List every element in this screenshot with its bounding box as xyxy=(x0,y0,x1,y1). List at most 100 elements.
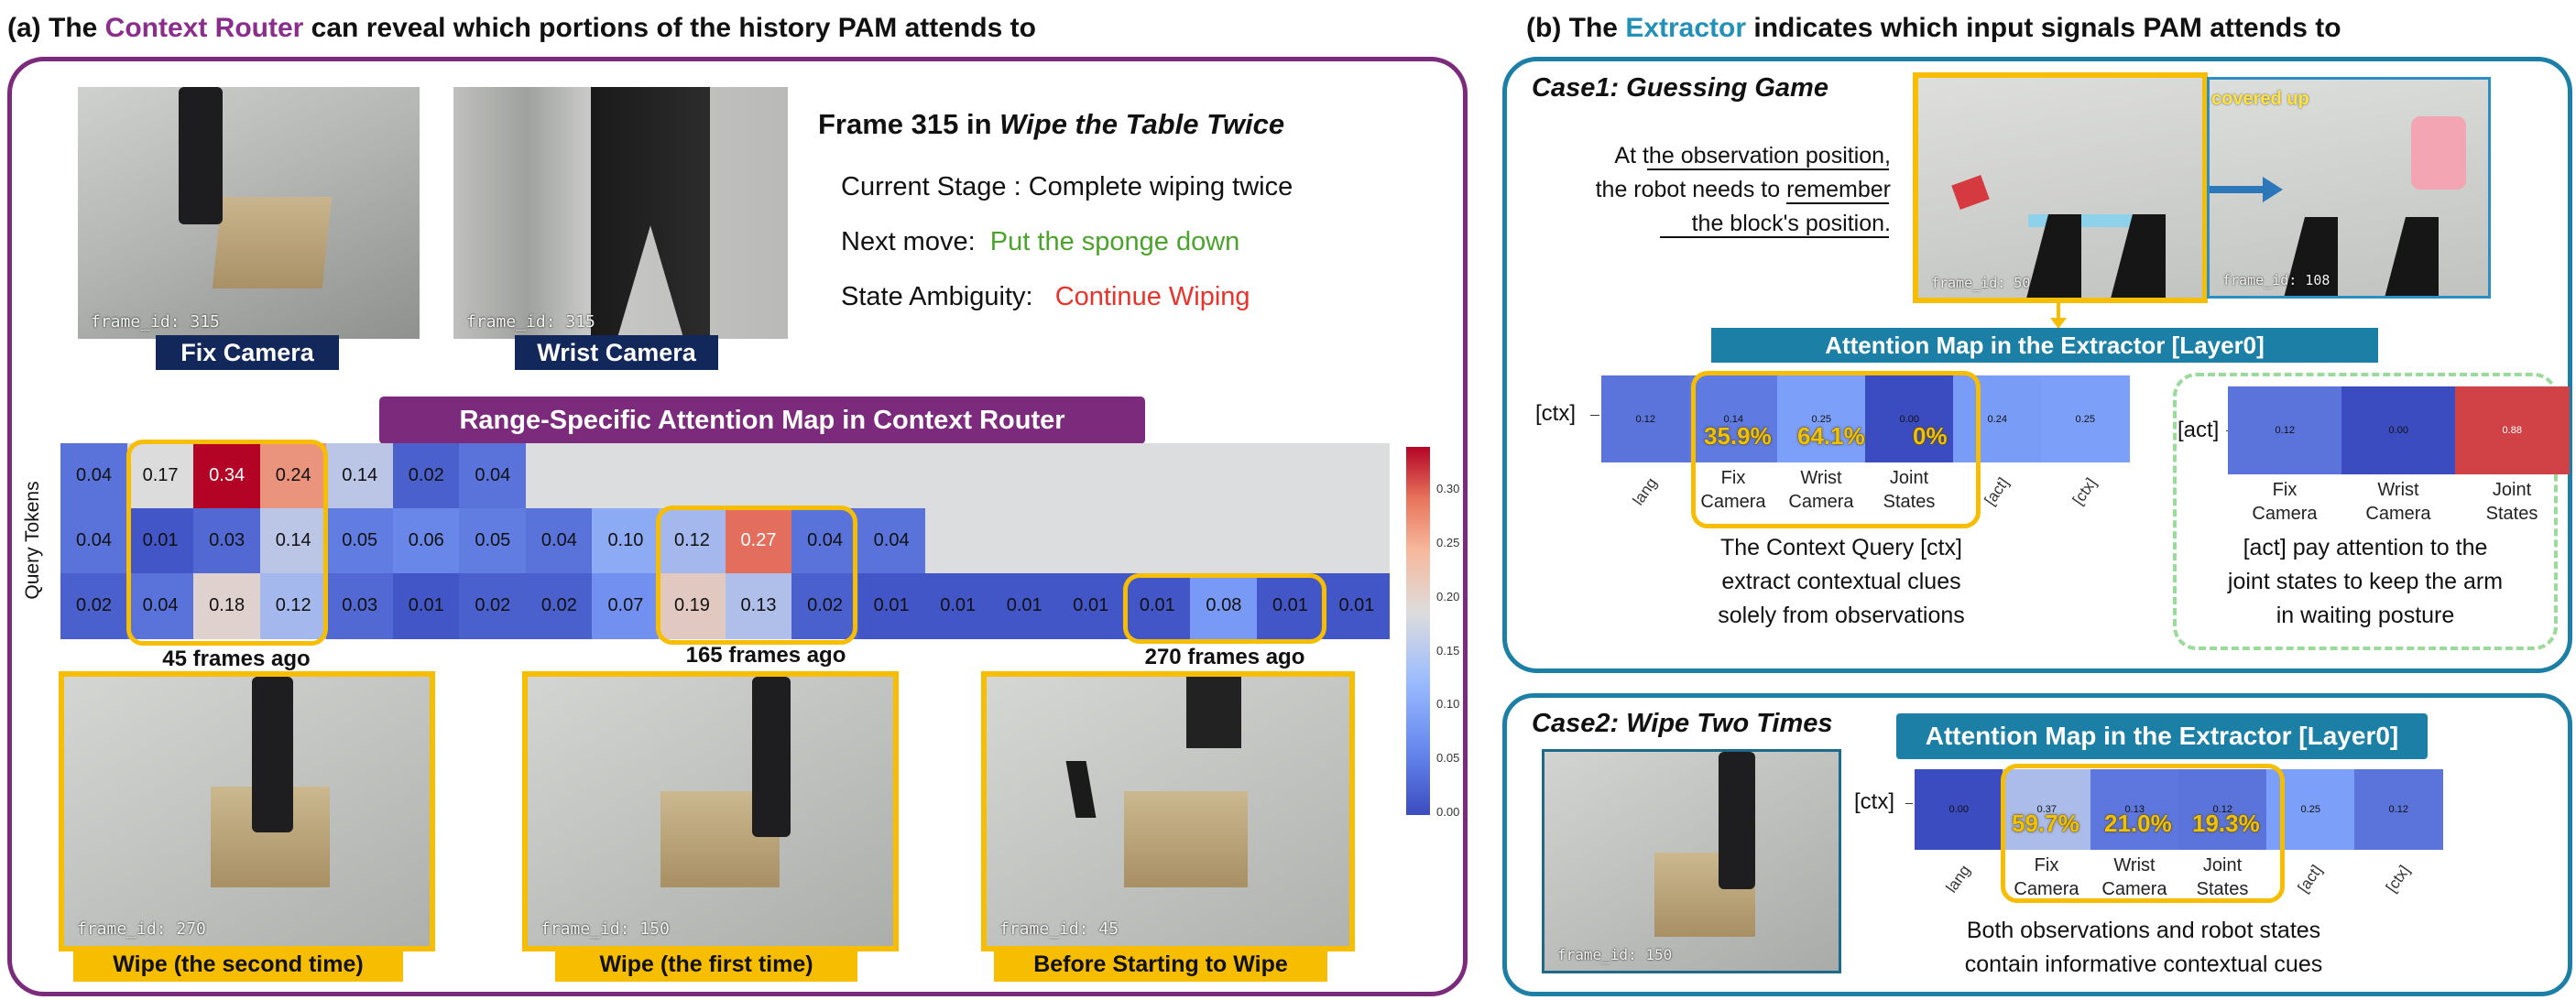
axis-tick-word: States xyxy=(2196,879,2249,899)
state-ambiguity-label: State Ambiguity: xyxy=(841,282,1033,311)
heatmap-cell: 0.04 xyxy=(857,508,925,574)
heatmap-cell: 0.01 xyxy=(392,573,460,639)
gripper-finger xyxy=(591,87,710,339)
extractor-cell: 0.00 xyxy=(1865,375,1954,462)
history-photo-150: frame_id: 150 xyxy=(528,677,893,946)
heatmap-cell: 0.13 xyxy=(725,573,792,639)
highlight-ctx-case1 xyxy=(1691,371,1981,528)
act-note-line2: joint states to keep the arm xyxy=(2227,569,2504,594)
wrist-camera-photo: frame_id: 315 xyxy=(453,87,788,339)
case2-frame xyxy=(1502,693,2572,996)
pct-fix-case1: 35.9% xyxy=(1704,422,1772,450)
axis-tick-word: Joint xyxy=(1889,468,1929,488)
act-note: [act] pay attention to the joint states … xyxy=(2182,531,2549,633)
next-move-label: Next move: xyxy=(841,227,976,256)
robot-arm xyxy=(1719,752,1755,889)
extractor-cell: 0.00 xyxy=(1915,769,2003,850)
case1-title: Case1: Guessing Game xyxy=(1532,73,1828,103)
ctx-note-line3: solely from observations xyxy=(1718,603,1965,628)
ctx-row-label-case2: [ctx] xyxy=(1854,789,1895,814)
extractor-cell: 0.12 xyxy=(2354,769,2443,850)
heatmap-cell: 0.01 xyxy=(1057,573,1125,639)
colorbar xyxy=(1406,447,1430,815)
case2-note-line2: contain informative contextual cues xyxy=(1964,951,2323,977)
axis-tick-word: Camera xyxy=(1788,492,1854,512)
heatmap-cell: 0.02 xyxy=(791,573,859,639)
axis-tick-word: Camera xyxy=(2101,879,2167,899)
extractor-cell: 0.12 xyxy=(2228,386,2342,474)
axis-tick-word: Joint xyxy=(2202,855,2243,875)
axis-tick-word: Fix xyxy=(1720,468,1746,488)
ctx-note-line1: The Context Query [ctx] xyxy=(1720,535,1962,560)
robot-arm xyxy=(179,87,223,224)
axis-tick-word: Joint xyxy=(2492,480,2532,500)
underline-3 xyxy=(1660,236,1889,238)
heatmap-cell: 0.10 xyxy=(592,508,660,574)
heatmap-cell: 0.04 xyxy=(60,508,128,574)
heatmap-cell: 0.02 xyxy=(459,573,527,639)
ctx-note: The Context Query [ctx] extract contextu… xyxy=(1649,531,2034,633)
colorbar-tick-label: 0.00 xyxy=(1436,805,1460,819)
axis-tick-word: Fix xyxy=(2034,855,2059,875)
case1-frame xyxy=(1502,57,2572,673)
ctx-row-label: [ctx] xyxy=(1535,401,1577,426)
case1-description: At the observation position, the robot n… xyxy=(1521,139,1891,241)
ctx-row-tick-case2 xyxy=(1905,803,1913,804)
extractor-cell: 0.13 xyxy=(2090,769,2179,850)
panel-a-frame xyxy=(7,57,1468,996)
state-ambiguity: State Ambiguity: Continue Wiping xyxy=(841,282,1250,312)
ago-165-label: 165 frames ago xyxy=(685,643,846,668)
state-ambiguity-value: Continue Wiping xyxy=(1054,282,1250,311)
wrist-camera-caption: Wrist Camera xyxy=(515,335,718,370)
heatmap-cell: 0.03 xyxy=(326,573,394,639)
extractor-map-title-2: Attention Map in the Extractor [Layer0] xyxy=(1896,713,2428,759)
heatmap-cell: 0.18 xyxy=(193,573,261,639)
extractor-cell: 0.37 xyxy=(2003,769,2091,850)
panel-b-title-post: indicates which input signals PAM attend… xyxy=(1746,13,2341,43)
colorbar-tick-label: 0.30 xyxy=(1436,482,1460,496)
frame-id-label: frame_id: 50 xyxy=(1931,275,2031,291)
panel-a-title: (a) The Context Router can reveal which … xyxy=(7,13,1036,44)
pct-wrist-case2: 21.0% xyxy=(2104,810,2172,837)
history-caption-150: Wipe (the first time) xyxy=(555,947,857,982)
case2-photo: frame_id: 150 xyxy=(1542,749,1841,973)
colorbar-tick-label: 0.25 xyxy=(1436,535,1460,549)
covered-photo: covered up frame_id: 108 xyxy=(2207,77,2491,299)
axis-tick-word: Wrist xyxy=(1800,468,1842,488)
frame-id-label: frame_id: 150 xyxy=(540,919,670,939)
extractor-map-title-1: Attention Map in the Extractor [Layer0] xyxy=(1711,328,2378,363)
extractor-cell: 0.12 xyxy=(1601,375,1690,462)
case1-desc-line1: At the observation position, xyxy=(1614,143,1891,168)
colorbar-tick-label: 0.15 xyxy=(1436,643,1460,658)
observation-photo-frame xyxy=(1913,72,2208,303)
y-axis-label: Query Tokens xyxy=(22,481,43,600)
table-block xyxy=(1124,791,1248,887)
panel-a-title-pre: (a) The xyxy=(7,13,105,43)
cup xyxy=(2411,116,2466,190)
frame-id-label: frame_id: 270 xyxy=(77,919,206,939)
heatmap-cell: 0.01 xyxy=(990,573,1058,639)
arrow-icon xyxy=(2210,186,2266,193)
highlight-ctx-case2 xyxy=(2001,764,2285,903)
act-note-line3: in waiting posture xyxy=(2276,603,2455,628)
frame-heading-task: Wipe the Table Twice xyxy=(999,108,1285,140)
ctx-note-line2: extract contextual clues xyxy=(1721,569,1961,594)
axis-tick-word: Wrist xyxy=(2377,480,2419,500)
pct-wrist-case1: 64.1% xyxy=(1797,422,1865,450)
extractor-cell: 0.25 xyxy=(1777,375,1866,462)
frame-id-label: frame_id: 108 xyxy=(2222,272,2330,288)
heatmap-cell: 0.02 xyxy=(392,443,460,509)
heatmap-cell: 0.01 xyxy=(1323,573,1391,639)
extractor-cell: 0.12 xyxy=(2178,769,2267,850)
act-box xyxy=(2173,373,2558,650)
history-caption-45: Before Starting to Wipe xyxy=(994,947,1327,982)
history-photo-270: frame_id: 270 xyxy=(64,677,430,946)
highlight-45-frames xyxy=(126,440,328,646)
underline-2 xyxy=(1786,202,1889,204)
